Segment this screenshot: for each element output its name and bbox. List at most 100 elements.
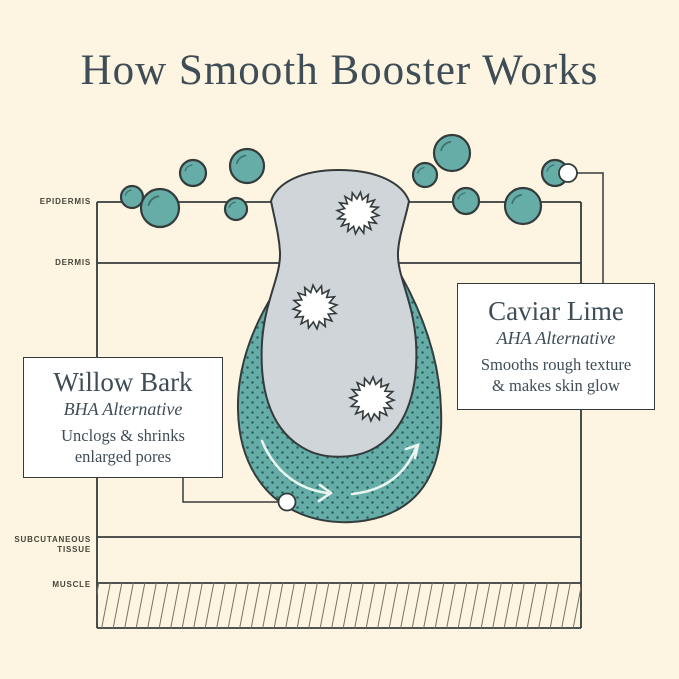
bubble-circle xyxy=(451,186,481,216)
exfoliating-bursts xyxy=(290,189,397,424)
burst-icon xyxy=(290,282,340,332)
willow-bark-description: Unclogs & shrinks enlarged pores xyxy=(61,425,185,467)
hatch-line xyxy=(538,583,548,628)
bubble-shine-icon xyxy=(511,194,523,204)
bubble-circle xyxy=(503,186,543,226)
bubble xyxy=(178,158,208,188)
callout-connectors xyxy=(182,172,604,503)
willow-bark-subtitle: BHA Alternative xyxy=(63,399,183,420)
hatch-line xyxy=(319,583,330,628)
bubble-shine-icon xyxy=(440,141,452,151)
hatch-line xyxy=(526,583,537,628)
hatch-line xyxy=(572,584,581,628)
dermis-label: DERMIS xyxy=(55,258,91,267)
epidermis-label: EPIDERMIS xyxy=(39,197,91,206)
hatch-line xyxy=(170,583,180,628)
hatch-line xyxy=(124,583,134,628)
bubble-circle xyxy=(178,158,208,188)
bubble xyxy=(411,161,439,189)
bubble xyxy=(228,147,266,185)
caviar-lime-subtitle: AHA Alternative xyxy=(496,328,616,349)
hatch-line xyxy=(193,583,203,628)
hatch-line xyxy=(342,583,353,628)
bubble-circle xyxy=(228,147,266,185)
hatch-line xyxy=(457,583,468,628)
hatch-line xyxy=(503,583,514,628)
hatch-line xyxy=(434,583,445,628)
page-title: How Smooth Booster Works xyxy=(80,47,599,94)
bubble-shine-icon xyxy=(546,164,555,172)
caviar-lime-description: Smooths rough texture & makes skin glow xyxy=(480,354,632,396)
bubble-shine-icon xyxy=(235,154,247,165)
bubble-shine-icon xyxy=(124,189,132,196)
hatch-line xyxy=(250,583,261,628)
bubble-circle xyxy=(432,133,472,173)
hatch-line xyxy=(308,583,318,628)
hatch-line xyxy=(147,583,157,628)
hatch-line xyxy=(492,583,502,628)
pore-shape xyxy=(260,168,418,458)
bubble-shine-icon xyxy=(457,192,466,200)
bubble xyxy=(432,133,472,173)
bubble xyxy=(119,184,145,210)
hatch-line xyxy=(239,583,249,628)
hatch-line xyxy=(411,583,422,628)
bubble xyxy=(139,187,181,229)
hatch-line xyxy=(158,583,169,628)
hatch-line xyxy=(262,583,272,628)
muscle-label: MUSCLE xyxy=(52,580,91,589)
willow-bark-title: Willow Bark xyxy=(53,367,193,398)
flow-arrow-right-head-icon xyxy=(404,443,420,460)
hatch-line xyxy=(227,583,238,628)
bubble-shine-icon xyxy=(417,166,425,174)
hatch-line xyxy=(585,582,594,629)
hatch-line xyxy=(204,583,215,628)
hatch-line xyxy=(377,583,387,628)
bubble-shine-icon xyxy=(147,195,160,206)
hatch-line xyxy=(549,583,560,628)
hatch-line xyxy=(561,583,571,628)
hatch-line xyxy=(285,583,295,628)
subcutaneous-tissue-label: SUBCUTANEOUS TISSUE xyxy=(14,535,91,554)
hatch-line xyxy=(388,583,399,628)
willow-connector-dot xyxy=(277,492,297,512)
booster-bubbles xyxy=(119,133,570,229)
bubble-circle xyxy=(223,196,249,222)
bubble-shine-icon xyxy=(184,164,193,172)
hatch-line xyxy=(296,583,307,628)
bubble xyxy=(451,186,481,216)
willow-connector-line xyxy=(182,478,282,503)
bubble-circle xyxy=(119,184,145,210)
bubble xyxy=(503,186,543,226)
hatch-line xyxy=(273,583,284,628)
hatch-line xyxy=(216,583,226,628)
hatch-line xyxy=(469,583,479,628)
burst-icon xyxy=(334,189,382,237)
hatch-line xyxy=(354,583,364,628)
hatch-line xyxy=(423,583,433,628)
caviar-lime-callout: Caviar Lime AHA Alternative Smooths roug… xyxy=(457,283,655,410)
hatch-line xyxy=(331,583,341,628)
hatch-line xyxy=(135,583,146,628)
flow-arrow-left-icon xyxy=(260,439,329,495)
caviar-lime-title: Caviar Lime xyxy=(488,296,624,327)
bubble-circle xyxy=(411,161,439,189)
hatch-line xyxy=(480,583,491,628)
hatch-line xyxy=(365,583,376,628)
bubble-shine-icon xyxy=(228,201,236,208)
burst-icon xyxy=(347,374,397,424)
muscle-hatching xyxy=(97,582,594,629)
hatch-line xyxy=(112,583,123,628)
hatch-line xyxy=(446,583,456,628)
bubble xyxy=(223,196,249,222)
caviar-connector-dot xyxy=(558,163,578,183)
flow-arrow-right-icon xyxy=(350,446,418,496)
hatch-line xyxy=(181,583,192,628)
hatch-line xyxy=(97,583,100,596)
hatch-line xyxy=(515,583,525,628)
willow-bark-callout: Willow Bark BHA Alternative Unclogs & sh… xyxy=(23,357,223,478)
flow-arrows xyxy=(260,439,420,503)
flow-arrow-left-head-icon xyxy=(317,483,334,503)
hatch-line xyxy=(101,583,111,628)
